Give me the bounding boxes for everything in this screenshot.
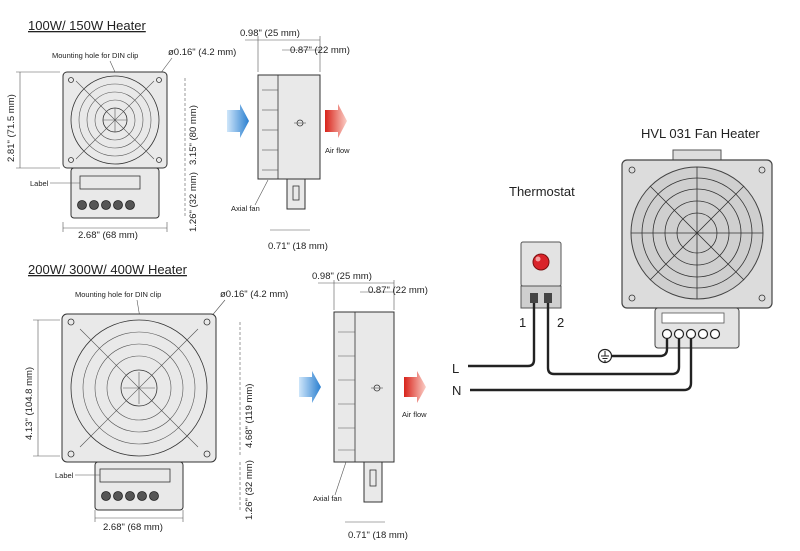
thermostat <box>520 241 562 309</box>
thermostat-terminal-2: 2 <box>557 315 564 330</box>
top-heater: 100W/ 150W Heater Mounting hole for DIN … <box>6 18 350 252</box>
top-height-dim: 2.81" (71.5 mm) <box>6 94 17 162</box>
bottom-side-clip-dim: 0.71" (18 mm) <box>348 530 408 541</box>
wiring-diagram: Thermostat HVL 031 Fan Heater 1 2 <box>452 126 773 398</box>
top-terminal-height-dim: 1.26" (32 mm) <box>188 172 199 232</box>
top-side-body-dim: 0.87" (22 mm) <box>290 45 350 56</box>
bottom-air-out-arrow <box>404 371 426 403</box>
bottom-hole-spacing-dim: 4.68" (119 mm) <box>244 384 255 448</box>
line-L-label: L <box>452 361 459 376</box>
bottom-heater: 200W/ 300W/ 400W Heater Mounting hole fo… <box>24 262 428 541</box>
top-terminal-block <box>77 200 135 210</box>
top-air-flow-label: Air flow <box>325 146 350 155</box>
top-side-view <box>257 74 321 210</box>
bottom-heater-title: 200W/ 300W/ 400W Heater <box>28 262 188 277</box>
top-width-dim: 2.68" (68 mm) <box>78 230 138 241</box>
top-air-out-arrow <box>325 104 347 138</box>
bottom-side-view <box>333 311 395 503</box>
bottom-mounting-hole-label: Mounting hole for DIN clip <box>75 290 161 299</box>
bottom-terminal-block <box>101 491 159 501</box>
bottom-air-in-arrow <box>299 371 321 403</box>
bottom-height-dim: 4.13" (104.8 mm) <box>24 367 35 440</box>
top-hole-spacing-dim: 3.15" (80 mm) <box>188 105 199 165</box>
bottom-front-view: Label <box>55 313 217 511</box>
bottom-terminal-height-dim: 1.26" (32 mm) <box>244 460 255 520</box>
bottom-air-flow-label: Air flow <box>402 410 427 419</box>
bottom-width-dim: 2.68" (68 mm) <box>103 522 163 533</box>
thermostat-label: Thermostat <box>509 184 575 199</box>
bottom-side-body-dim: 0.87" (22 mm) <box>368 285 428 296</box>
bottom-label-text: Label <box>55 471 74 480</box>
top-label-text: Label <box>30 179 49 188</box>
top-axial-fan-label: Axial fan <box>231 204 260 213</box>
bottom-axial-fan-label: Axial fan <box>313 494 342 503</box>
top-mounting-hole-label: Mounting hole for DIN clip <box>52 51 138 60</box>
thermostat-terminal-1: 1 <box>519 315 526 330</box>
thermostat-knob <box>532 253 550 271</box>
bottom-side-total-dim: 0.98" (25 mm) <box>312 271 372 282</box>
top-heater-title: 100W/ 150W Heater <box>28 18 146 33</box>
top-air-in-arrow <box>227 104 249 138</box>
fan-heater-label: HVL 031 Fan Heater <box>641 126 760 141</box>
fan-heater <box>621 149 773 349</box>
top-front-view: Label <box>30 71 168 219</box>
top-side-total-dim: 0.98" (25 mm) <box>240 28 300 39</box>
bottom-hole-dim: ø0.16" (4.2 mm) <box>220 289 288 300</box>
line-N-label: N <box>452 383 461 398</box>
top-side-clip-dim: 0.71" (18 mm) <box>268 241 328 252</box>
top-hole-dim: ø0.16" (4.2 mm) <box>168 47 236 58</box>
ground-icon <box>597 348 613 364</box>
